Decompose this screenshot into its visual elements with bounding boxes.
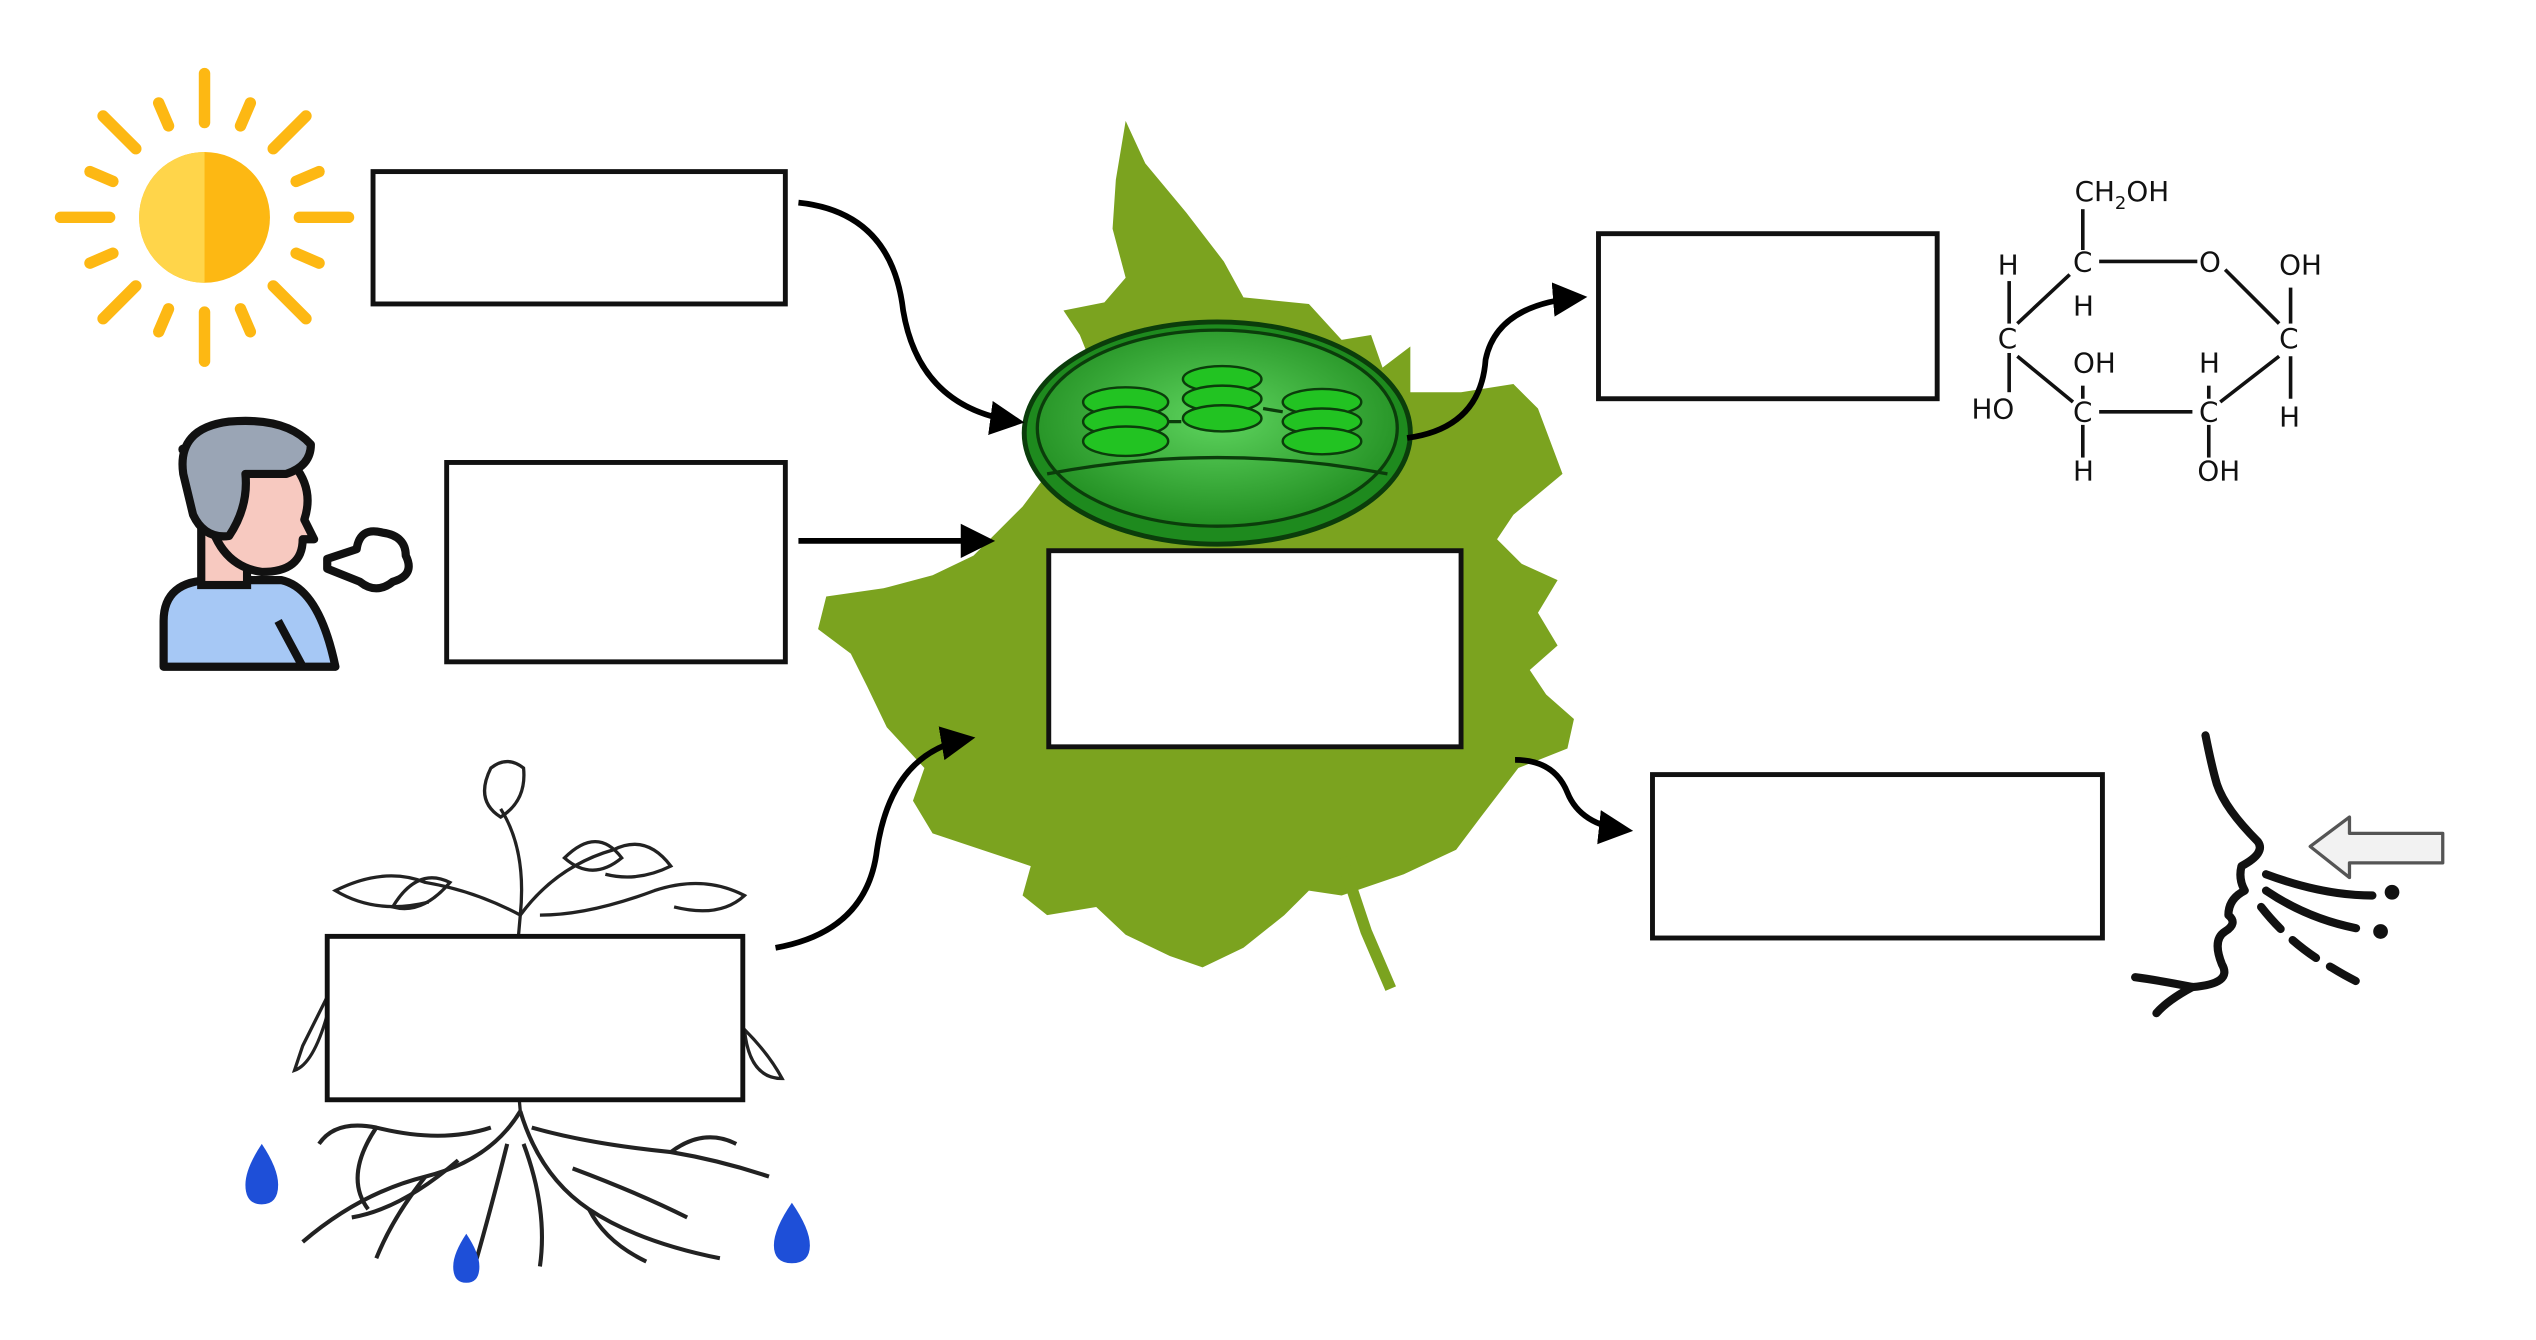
carbon-label: C [2073, 245, 2092, 278]
oxygen-label-box[interactable] [1650, 772, 2105, 941]
hydroxyl-label: HO [1972, 392, 2015, 425]
ch2oh-label: CH [2075, 175, 2115, 208]
plant-with-roots-icon [291, 759, 785, 1268]
hydrogen-label: H [2073, 454, 2094, 487]
carbon-label: C [2073, 396, 2092, 429]
hydrogen-label: H [2073, 289, 2094, 322]
chloroplast-icon [1021, 319, 1413, 547]
hydrogen-label: H [2199, 347, 2220, 380]
hydrogen-label: H [1998, 249, 2019, 282]
carbon-label: C [1998, 322, 2017, 355]
sunlight-label-box[interactable] [370, 169, 788, 307]
glucose-structure: CH2OH C H O OH C H H C HO OH C H H C OH [1972, 175, 2322, 487]
arrow-water-to-leaf [775, 726, 976, 951]
process-label-box[interactable] [1046, 548, 1464, 750]
sun-icon [54, 67, 355, 367]
ch2oh-subscript: 2 [2115, 193, 2126, 214]
arrow-leaf-to-oxygen [1514, 757, 1634, 845]
water-drop-icon [245, 1143, 810, 1283]
ring-oxygen-label: O [2199, 245, 2221, 278]
arrow-chloroplast-to-glucose [1406, 282, 1588, 441]
carbon-label: C [2199, 396, 2218, 429]
ch2oh-tail: OH [2126, 175, 2169, 208]
hydrogen-label: H [2279, 401, 2300, 434]
carbon-dioxide-label-box[interactable] [444, 460, 788, 665]
face-exhaling-icon [2131, 731, 2400, 1018]
arrows [775, 199, 1634, 951]
person-exhaling-icon [159, 416, 413, 671]
hydroxyl-label: OH [2197, 454, 2240, 487]
inhale-arrow-icon [2308, 815, 2445, 880]
glucose-label-box[interactable] [1596, 231, 1940, 402]
svg-text:CH2OH: CH2OH [2075, 175, 2170, 214]
water-label-box[interactable] [324, 933, 746, 1103]
carbon-label: C [2279, 322, 2298, 355]
arrow-sunlight-to-chloroplast [798, 199, 1025, 435]
label-boxes [324, 169, 2105, 1103]
hydroxyl-label: OH [2279, 249, 2322, 282]
hydroxyl-label: OH [2073, 347, 2116, 380]
